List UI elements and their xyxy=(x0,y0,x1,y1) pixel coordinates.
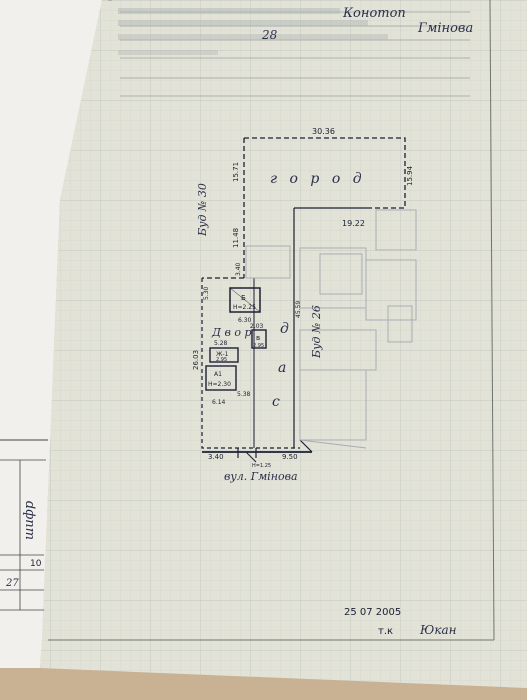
street-handwritten: Гмінова xyxy=(417,21,473,36)
left-form-sheet: шифр 10 27 xyxy=(0,0,102,668)
dim-bottom-left: 3.40 xyxy=(208,453,224,461)
dim-right-upper: 15.94 xyxy=(406,165,414,186)
letter-d: д xyxy=(280,321,289,337)
plot-boundary-dashed xyxy=(244,137,406,209)
dim-right-mid: 19.22 xyxy=(342,219,365,228)
dim-top: 30.36 xyxy=(312,127,335,136)
dim-small-2: 5.30 xyxy=(203,286,210,300)
dim-left-lower: 26.03 xyxy=(192,350,200,370)
building-v xyxy=(251,329,267,349)
garden-label: г о р о д xyxy=(270,171,366,187)
signature-caption: т.к xyxy=(378,626,393,637)
side-label-left: Буд № 30 xyxy=(196,183,209,237)
dim-inner-1: 5.28 xyxy=(214,340,228,347)
sheet-cell-1: 10 xyxy=(30,559,42,569)
house-number: 28 xyxy=(261,28,278,42)
dim-b: 6.30 xyxy=(238,317,252,324)
footer-date: 25 07 2005 xyxy=(344,607,401,618)
dim-inner-2: 6.14 xyxy=(212,399,226,406)
side-label-right: Буд № 26 xyxy=(310,305,323,359)
letter-c: с xyxy=(272,394,280,410)
building-v-label: в xyxy=(256,334,260,342)
street-label: вул. Гмінова xyxy=(224,470,298,483)
neighbor-buildings-faint xyxy=(245,209,417,449)
graph-paper-sheet xyxy=(40,0,527,688)
building-v-height: 2.95 xyxy=(253,343,264,349)
dim-left-upper: 15.71 xyxy=(232,162,240,182)
shed-2 xyxy=(205,365,237,391)
signature-name: Юкан xyxy=(419,623,457,637)
dim-left-mid: 11.48 xyxy=(232,228,240,248)
dim-c: 5.38 xyxy=(237,391,251,398)
sheet-field-word: шифр xyxy=(22,500,37,540)
site-plan xyxy=(201,137,406,463)
shed-1 xyxy=(209,347,239,363)
dim-small-1: 3.40 xyxy=(235,262,242,276)
gate-label: Н=1.25 xyxy=(252,463,271,469)
shed2-label: А1 xyxy=(214,371,222,378)
building-b-height: Н=2.25 xyxy=(233,304,256,311)
dim-bottom-right: 9.50 xyxy=(282,453,298,461)
dim-inner-vertical: 45.59 xyxy=(295,301,302,318)
sheet-cell-2: 27 xyxy=(5,578,19,589)
building-b xyxy=(229,287,261,313)
owner-name: Конотоп xyxy=(342,6,406,21)
yard-label: Д в о р xyxy=(211,326,252,339)
shed2-height: Н=2.30 xyxy=(208,381,231,388)
shed-label: Ж-1 xyxy=(216,351,229,358)
shed-dims: 2.95 xyxy=(216,357,227,363)
building-b-label: Б xyxy=(241,294,246,302)
letter-a: а xyxy=(278,360,286,376)
dim-a: 2.03 xyxy=(250,323,264,330)
